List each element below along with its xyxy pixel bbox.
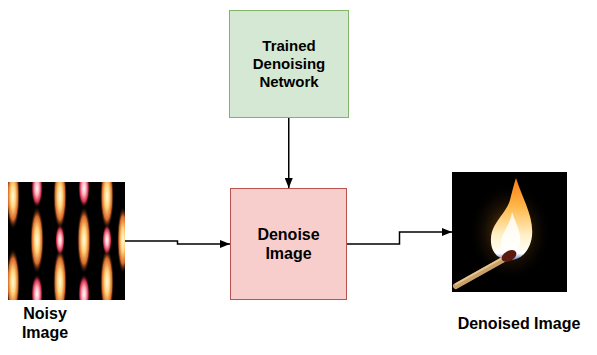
output-image: Denoised Image	[452, 172, 567, 292]
flow-arrow	[288, 118, 290, 188]
input-image: Noisy Image	[8, 182, 125, 300]
box-label: Trained Denoising Network	[236, 37, 342, 91]
flow-arrow	[347, 232, 452, 244]
image-caption: Denoised Image	[449, 314, 589, 333]
denoised-image-picture	[452, 172, 567, 292]
process-box: Denoise Image	[230, 188, 347, 300]
model-box: Trained Denoising Network	[229, 10, 349, 118]
image-caption: Noisy Image	[5, 304, 85, 342]
noisy-image-picture	[8, 182, 125, 300]
flow-arrow	[125, 241, 230, 244]
box-label: Denoise Image	[237, 225, 340, 263]
